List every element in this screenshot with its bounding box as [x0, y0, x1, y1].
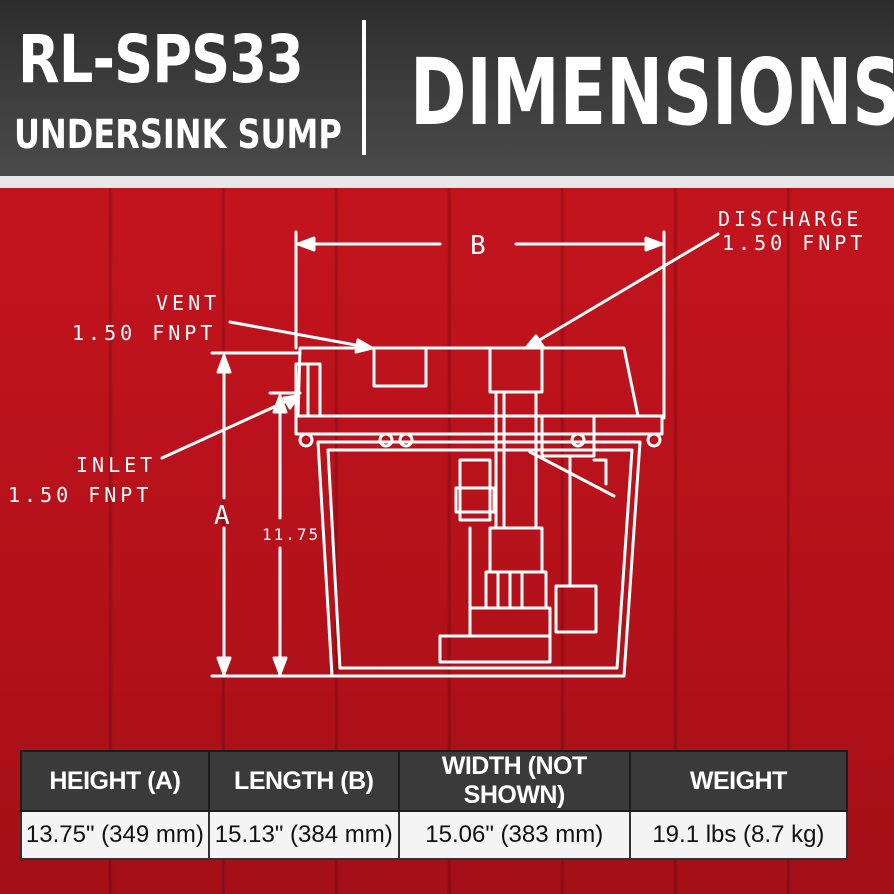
sump-dimension-diagram: B A 11.75	[8, 207, 866, 678]
value-height: 13.75" (349 mm)	[20, 810, 210, 860]
label-discharge-size: 1.50 FNPT	[722, 231, 866, 255]
page-title: DIMENSIONS	[410, 39, 894, 146]
title-divider	[362, 20, 366, 155]
dimension-b: B	[294, 230, 666, 420]
value-length: 15.13" (384 mm)	[207, 810, 400, 860]
label-inlet: INLET	[76, 453, 156, 477]
spec-value-row: 13.75" (349 mm) 15.13" (384 mm) 15.06" (…	[20, 810, 849, 860]
header-banner	[0, 0, 894, 176]
spec-header-row: HEIGHT (A) LENGTH (B) WIDTH (NOT SHOWN) …	[20, 750, 849, 812]
label-a: A	[214, 501, 230, 531]
header-length: LENGTH (B)	[207, 750, 400, 812]
header-weight: WEIGHT	[628, 750, 849, 812]
value-width: 15.06" (383 mm)	[397, 810, 631, 860]
inlet-fitting	[294, 362, 322, 418]
pump-body	[438, 458, 552, 664]
dimension-a: A	[210, 351, 332, 678]
label-b: B	[470, 231, 486, 261]
discharge-pipe	[494, 390, 538, 530]
basin-body	[316, 440, 642, 678]
label-inlet-height: 11.75	[262, 525, 320, 544]
header-width: WIDTH (NOT SHOWN)	[397, 750, 631, 812]
leader-lines	[160, 232, 720, 498]
float-switch	[540, 414, 608, 634]
label-inlet-size: 1.50 FNPT	[8, 483, 152, 507]
spec-table: HEIGHT (A) LENGTH (B) WIDTH (NOT SHOWN) …	[20, 750, 849, 860]
value-weight: 19.1 lbs (8.7 kg)	[628, 810, 849, 860]
label-vent: VENT	[156, 291, 220, 315]
model-title: RL-SPS33	[18, 21, 304, 98]
header-height: HEIGHT (A)	[20, 750, 210, 812]
label-vent-size: 1.50 FNPT	[72, 321, 216, 345]
header-stripe	[0, 176, 894, 188]
product-subtitle: UNDERSINK SUMP	[14, 112, 342, 158]
label-discharge: DISCHARGE	[718, 207, 862, 231]
basin-lid	[294, 346, 664, 448]
